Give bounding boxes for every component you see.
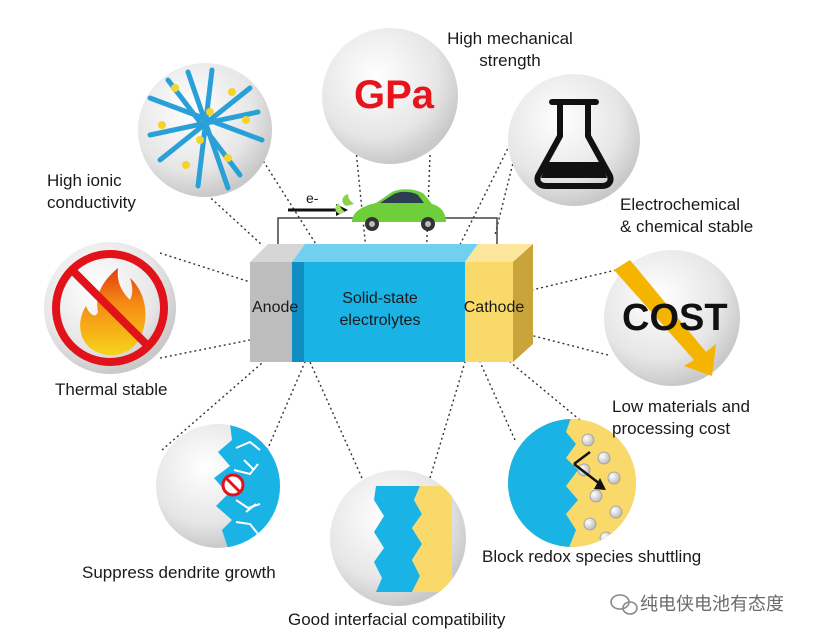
wechat-icon	[610, 594, 638, 615]
electrolyte-label-1: Solid-state	[342, 290, 418, 307]
battery-cell	[250, 204, 533, 362]
cost-icon	[604, 250, 740, 386]
anode-label: Anode	[252, 299, 299, 316]
shuttling-label: Block redox species shuttling	[482, 547, 702, 566]
dendrite-label: Suppress dendrite growth	[82, 563, 276, 582]
car-icon	[335, 189, 446, 231]
gpa-text: GPa	[354, 73, 435, 117]
flask-icon	[508, 74, 640, 206]
cathode-block	[465, 262, 513, 362]
electrolyte-block	[292, 262, 465, 362]
electrolyte-label-2: electrolytes	[339, 312, 421, 329]
mechanical-strength-icon	[322, 28, 458, 164]
no-fire-icon	[44, 242, 176, 374]
mechanical-label-1: High mechanical	[447, 29, 573, 48]
dendrite-suppression-icon	[156, 424, 280, 548]
electron-label: e-	[306, 190, 319, 206]
watermark-text: 纯电侠电池有态度	[640, 594, 784, 614]
ionic-conductivity-icon	[138, 63, 272, 197]
cost-label-2: processing cost	[612, 419, 731, 438]
electrochem-label-2: & chemical stable	[620, 217, 754, 236]
electrochem-label-1: Electrochemical	[620, 195, 740, 214]
interfacial-label: Good interfacial compatibility	[288, 610, 506, 629]
thermal-label: Thermal stable	[55, 380, 168, 399]
cathode-label: Cathode	[463, 299, 525, 316]
interface-icon	[330, 470, 466, 606]
cost-label-1: Low materials and	[612, 397, 750, 416]
ionic-label-2: conductivity	[47, 193, 136, 212]
anode-block	[250, 262, 292, 362]
ionic-label-1: High ionic	[47, 171, 122, 190]
shuttle-block-icon	[508, 419, 636, 547]
mechanical-label-2: strength	[479, 51, 541, 70]
cost-text: COST	[622, 297, 728, 339]
